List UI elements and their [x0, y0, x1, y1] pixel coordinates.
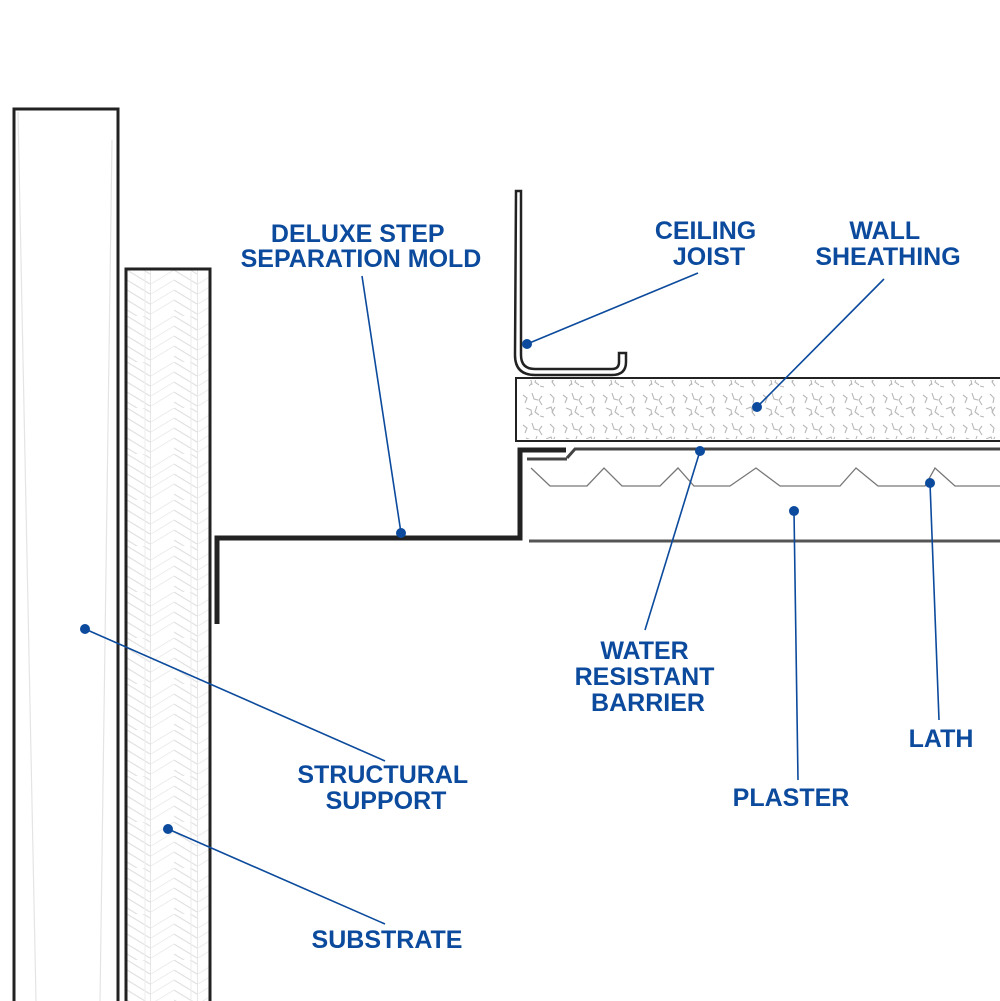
ceiling-joist — [513, 189, 628, 377]
label-wall-sheathing: WALL SHEATHING — [815, 217, 960, 271]
deluxe-step-separation-mold — [214, 447, 566, 624]
leader-structural-support — [80, 624, 386, 762]
water-resistant-barrier — [565, 447, 1000, 459]
leader-substrate — [163, 824, 386, 925]
label-plaster: PLASTER — [733, 784, 850, 812]
leader-mold — [361, 275, 406, 538]
substrate — [124, 267, 212, 1001]
leader-plaster — [789, 506, 799, 781]
label-lath: LATH — [909, 725, 974, 753]
leader-lath — [925, 478, 940, 721]
label-substrate: SUBSTRATE — [312, 926, 463, 954]
label-ceiling-joist: CEILING JOIST — [655, 217, 763, 271]
leader-wall-sheathing — [752, 278, 885, 412]
structural-support — [12, 107, 120, 1001]
label-structural-support: STRUCTURAL SUPPORT — [297, 761, 474, 815]
leader-water-barrier — [644, 446, 705, 631]
label-water-barrier: WATER RESISTANT BARRIER — [575, 637, 722, 717]
leader-ceiling-joist — [522, 272, 699, 349]
label-mold: DELUXE STEP SEPARATION MOLD — [241, 220, 482, 273]
